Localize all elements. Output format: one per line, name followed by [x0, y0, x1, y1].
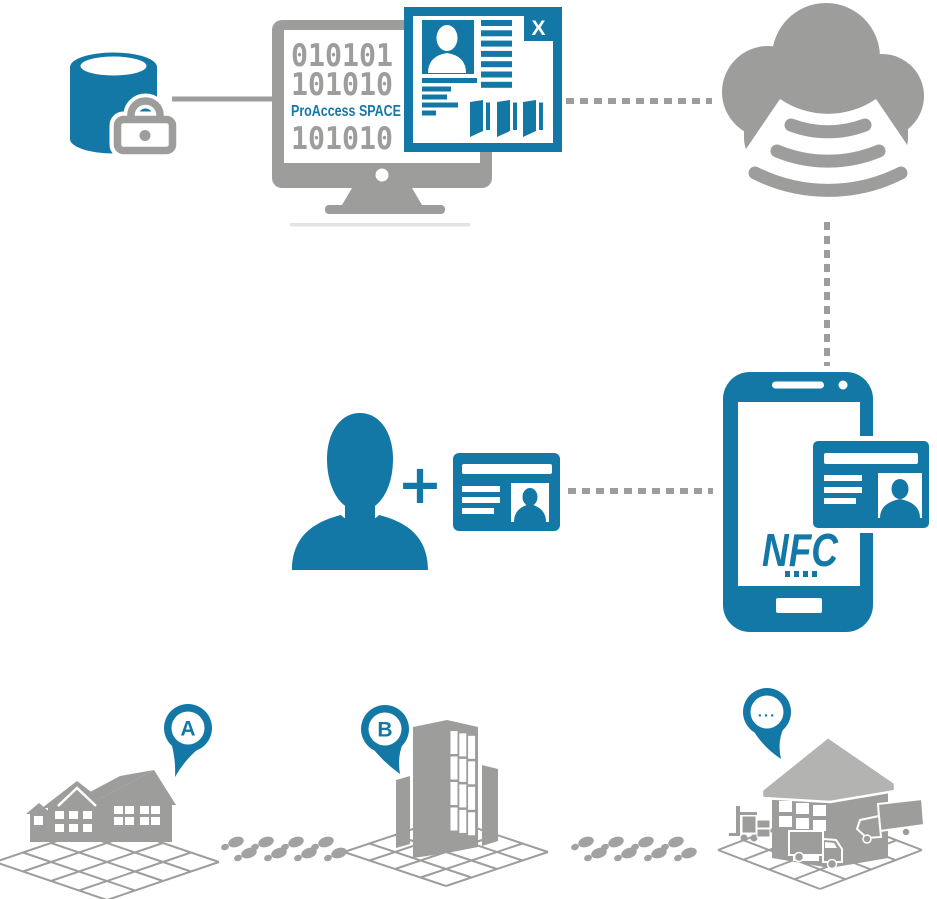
house-windows: [34, 806, 160, 832]
badge-detail-bars: [481, 20, 512, 88]
phone-speaker: [772, 381, 824, 389]
location-pin-more: ...: [743, 688, 791, 759]
truck-icon-front: [788, 830, 843, 870]
badge-photo-person-icon: [428, 25, 466, 73]
plus-icon: +: [397, 453, 442, 516]
phone-icon: NFC: [723, 372, 934, 632]
door-icons: [470, 100, 543, 137]
phone-home-button: [776, 598, 822, 613]
badge-text-lines: [422, 78, 477, 116]
lock-icon: [109, 93, 181, 159]
monitor-stand: [342, 188, 422, 205]
monitor-power-button: [375, 168, 389, 182]
location-pin-b: B: [361, 705, 409, 774]
pin-more-label: ...: [758, 704, 777, 721]
close-button[interactable]: X: [524, 16, 553, 41]
phone-camera: [838, 380, 848, 390]
id-card-icon: [453, 453, 560, 531]
location-pin-a: A: [164, 704, 212, 777]
cloud-icon: [722, 3, 929, 209]
office-building-icon: [396, 720, 498, 858]
badge-window: X: [404, 7, 562, 152]
monitor-base: [325, 205, 445, 214]
truck-icon-right: [855, 797, 926, 844]
binary-line-2: 101010: [291, 67, 393, 103]
id-card-person-icon: [514, 488, 546, 522]
binary-line-3: 101010: [291, 121, 393, 157]
footprints-trail-2: [570, 834, 699, 863]
forklift-icon: [729, 806, 771, 842]
house-icon: [26, 770, 176, 842]
phone-card-icon: [808, 436, 934, 533]
phone-card-person-icon: [880, 479, 920, 518]
phone-card-text-lines: [824, 475, 862, 504]
id-card-text-lines: [462, 486, 500, 514]
close-button-label: X: [531, 17, 545, 40]
office-windows: [450, 731, 476, 836]
nfc-dots: [785, 571, 817, 577]
binary-line-1: 010101: [291, 38, 393, 74]
warehouse-icon: [729, 735, 926, 870]
person-icon: [292, 413, 428, 570]
footprints-trail-1: [220, 834, 349, 863]
database-icon: [70, 52, 181, 159]
app-name-label: ProAccess SPACE: [291, 103, 401, 120]
wifi-signal-arcs: [748, 118, 908, 197]
warehouse-windows: [779, 801, 826, 831]
pin-b-label: B: [377, 719, 392, 742]
pin-a-label: A: [180, 718, 195, 741]
